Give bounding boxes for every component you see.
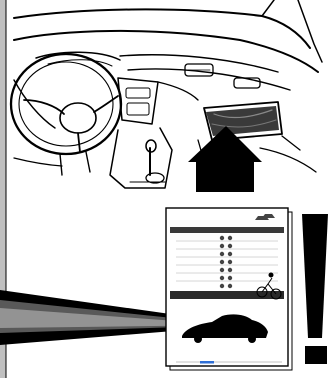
manual-page-strip [200, 361, 214, 364]
manual-title [170, 227, 284, 233]
dashboard-drawing [11, 0, 322, 188]
warning-exclamation-icon [302, 214, 328, 364]
manual-footer-title [170, 291, 284, 299]
